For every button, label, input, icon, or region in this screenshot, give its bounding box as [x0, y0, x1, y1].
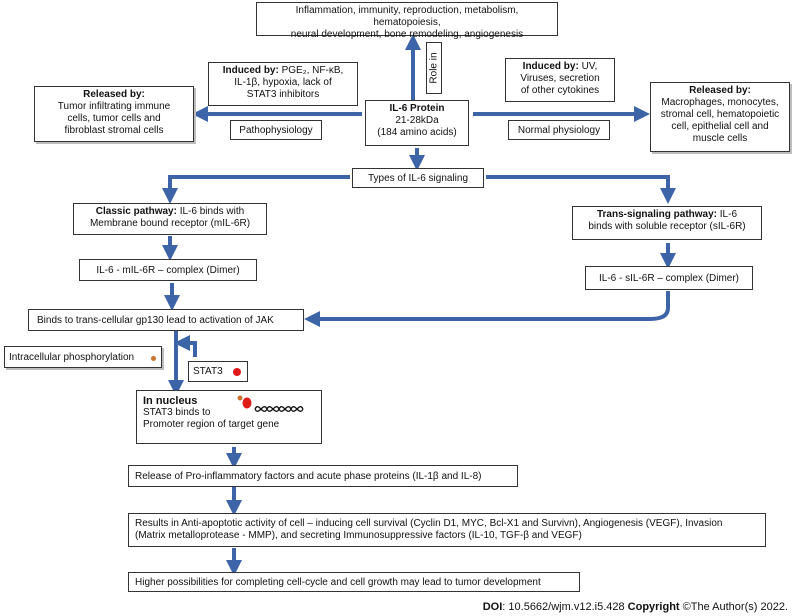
released-right-title: Released by:: [689, 85, 751, 96]
phosphorylation-box: Intracellular phosphorylation: [4, 346, 162, 368]
classic-complex-box: IL-6 - mIL-6R – complex (Dimer): [79, 259, 257, 281]
classic-pathway-title: Classic pathway:: [95, 206, 177, 217]
phosphorylation-label: Intracellular phosphorylation: [9, 352, 135, 363]
trans-complex-box: IL-6 - sIL-6R – complex (Dimer): [585, 266, 753, 290]
dna-icon: [237, 395, 304, 412]
induced-left-box: Induced by: PGE₂, NF-κB, IL-1β, hypoxia,…: [208, 62, 358, 106]
il6-protein-box: IL-6 Protein 21-28kDa (184 amino acids): [365, 100, 469, 146]
il6-protein-title: IL-6 Protein: [389, 103, 445, 114]
nucleus-line2: Promoter region of target gene: [143, 419, 280, 430]
arrow-types-to-trans: [486, 175, 676, 204]
induced-left-title: Induced by:: [222, 65, 279, 76]
released-left-line1: Tumor infiltrating immune: [57, 101, 171, 112]
induced-right-box: Induced by: UV, Viruses, secretion of ot…: [505, 58, 615, 102]
classic-pathway-line2: Membrane bound receptor (mIL-6R): [89, 218, 251, 229]
nucleus-line1: STAT3 binds to: [143, 407, 211, 418]
role-in-label-box: Role in: [426, 42, 442, 94]
trans-signaling-box: Trans-signaling pathway: IL-6 binds with…: [572, 206, 762, 240]
induced-right-title: Induced by:: [522, 61, 579, 72]
copyright-label: Copyright: [627, 601, 680, 613]
il6-protein-weight: 21-28kDa: [395, 115, 439, 126]
nucleus-box: In nucleus STAT3 binds to Promoter regio…: [136, 390, 322, 444]
higher-possibilities-box: Higher possibilities for completing cell…: [128, 572, 580, 592]
arrow-trans-complex-to-gp130: [304, 291, 670, 327]
roles-line2: neural development, bone remodeling, ang…: [290, 29, 524, 40]
arrow-stat3-loop: [174, 335, 197, 357]
results-line2: (Matrix metalloprotease - MMP), and secr…: [135, 530, 582, 541]
released-left-line2: cells, tumor cells and: [67, 113, 161, 124]
trans-signaling-line1: IL-6: [717, 209, 738, 220]
classic-pathway-line1: IL-6 binds with: [176, 206, 245, 217]
trans-signaling-title: Trans-signaling pathway:: [596, 209, 717, 220]
arrow-types-to-classic: [162, 175, 350, 204]
citation-footer: DOI: 10.5662/wjm.v12.i5.428 Copyright ©T…: [483, 601, 788, 613]
doi-value: : 10.5662/wjm.v12.i5.428: [502, 601, 628, 613]
stat3-label: STAT3: [193, 366, 223, 377]
role-in-label: Role in: [428, 52, 440, 84]
il6-protein-aa: (184 amino acids): [377, 127, 457, 138]
released-right-box: Released by: Macrophages, monocytes, str…: [650, 82, 790, 152]
induced-left-line3: STAT3 inhibitors: [246, 89, 320, 100]
phosphate-dot: [151, 356, 156, 361]
released-right-line2: stromal cell, hematopoietic: [660, 109, 780, 120]
induced-right-line3: of other cytokines: [520, 85, 600, 96]
induced-right-line1: UV,: [578, 61, 598, 72]
stat3-box: STAT3: [188, 361, 248, 382]
gp130-box: Binds to trans-cellular gp130 lead to ac…: [28, 309, 304, 331]
doi-label: DOI: [482, 601, 503, 613]
normal-physiology-label: Normal physiology: [508, 120, 610, 140]
nucleus-title: In nucleus: [143, 395, 198, 407]
trans-signaling-line2: binds with soluble receptor (sIL-6R): [588, 221, 746, 232]
roles-line1: Inflammation, immunity, reproduction, me…: [295, 5, 519, 28]
pathophysiology-label: Pathophysiology: [230, 120, 322, 140]
released-left-line3: fibroblast stromal cells: [64, 125, 164, 136]
released-right-line4: muscle cells: [692, 133, 748, 144]
roles-box: Inflammation, immunity, reproduction, me…: [256, 2, 558, 40]
stat3-dot: [233, 368, 241, 376]
results-box: Results in Anti-apoptotic activity of ce…: [128, 513, 766, 547]
results-line1: Results in Anti-apoptotic activity of ce…: [135, 518, 723, 529]
types-of-signaling-box: Types of IL-6 signaling: [352, 168, 484, 188]
induced-left-line1: PGE₂, NF-κB,: [278, 65, 344, 76]
induced-right-line2: Viruses, secretion: [520, 73, 600, 84]
classic-pathway-box: Classic pathway: IL-6 binds with Membran…: [73, 203, 267, 235]
released-left-box: Released by: Tumor infiltrating immune c…: [34, 86, 194, 142]
released-right-line1: Macrophages, monocytes,: [661, 97, 779, 108]
copyright-value: ©The Author(s) 2022.: [679, 601, 788, 613]
induced-left-line2: IL-1β, hypoxia, lack of: [234, 77, 332, 88]
released-left-title: Released by:: [83, 89, 145, 100]
release-factors-box: Release of Pro-inflammatory factors and …: [128, 465, 518, 487]
released-right-line3: cell, epithelial cell and: [671, 121, 769, 132]
